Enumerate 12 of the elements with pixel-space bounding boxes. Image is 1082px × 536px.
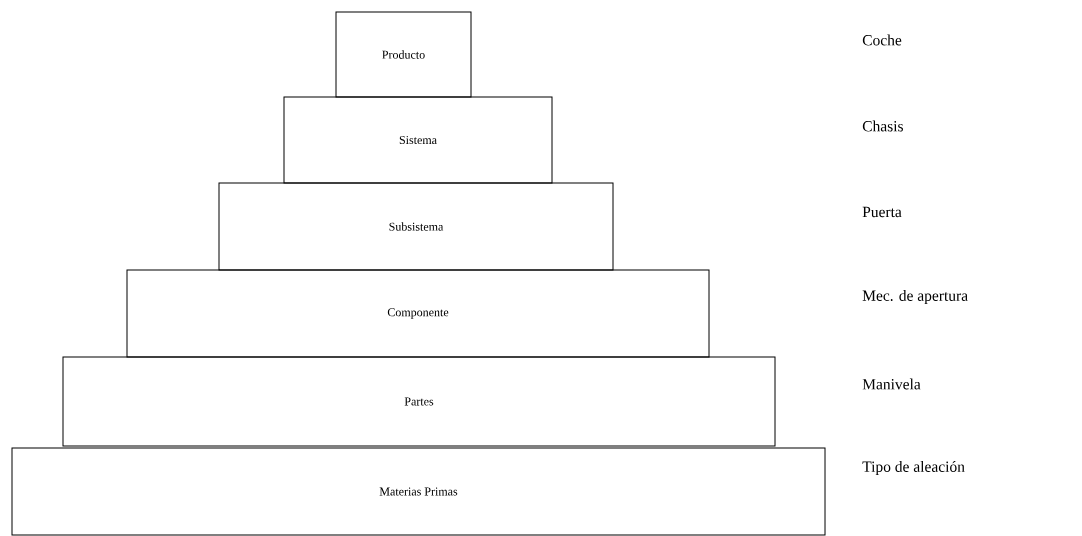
level-box: Componente <box>126 269 710 358</box>
side-label: Coche <box>862 34 902 46</box>
level-box: Sistema <box>283 96 553 184</box>
side-label: Mec. de apertura <box>862 289 968 305</box>
side-label: Manivela <box>862 378 921 390</box>
level-box: Partes <box>62 356 776 447</box>
side-label: Puerta <box>862 206 902 218</box>
level-box: Subsistema <box>218 182 614 271</box>
side-label: Tipo de aleación <box>862 460 965 476</box>
side-label: Chasis <box>862 120 903 132</box>
level-box: Producto <box>335 11 472 98</box>
level-box: Materias Primas <box>11 447 826 536</box>
